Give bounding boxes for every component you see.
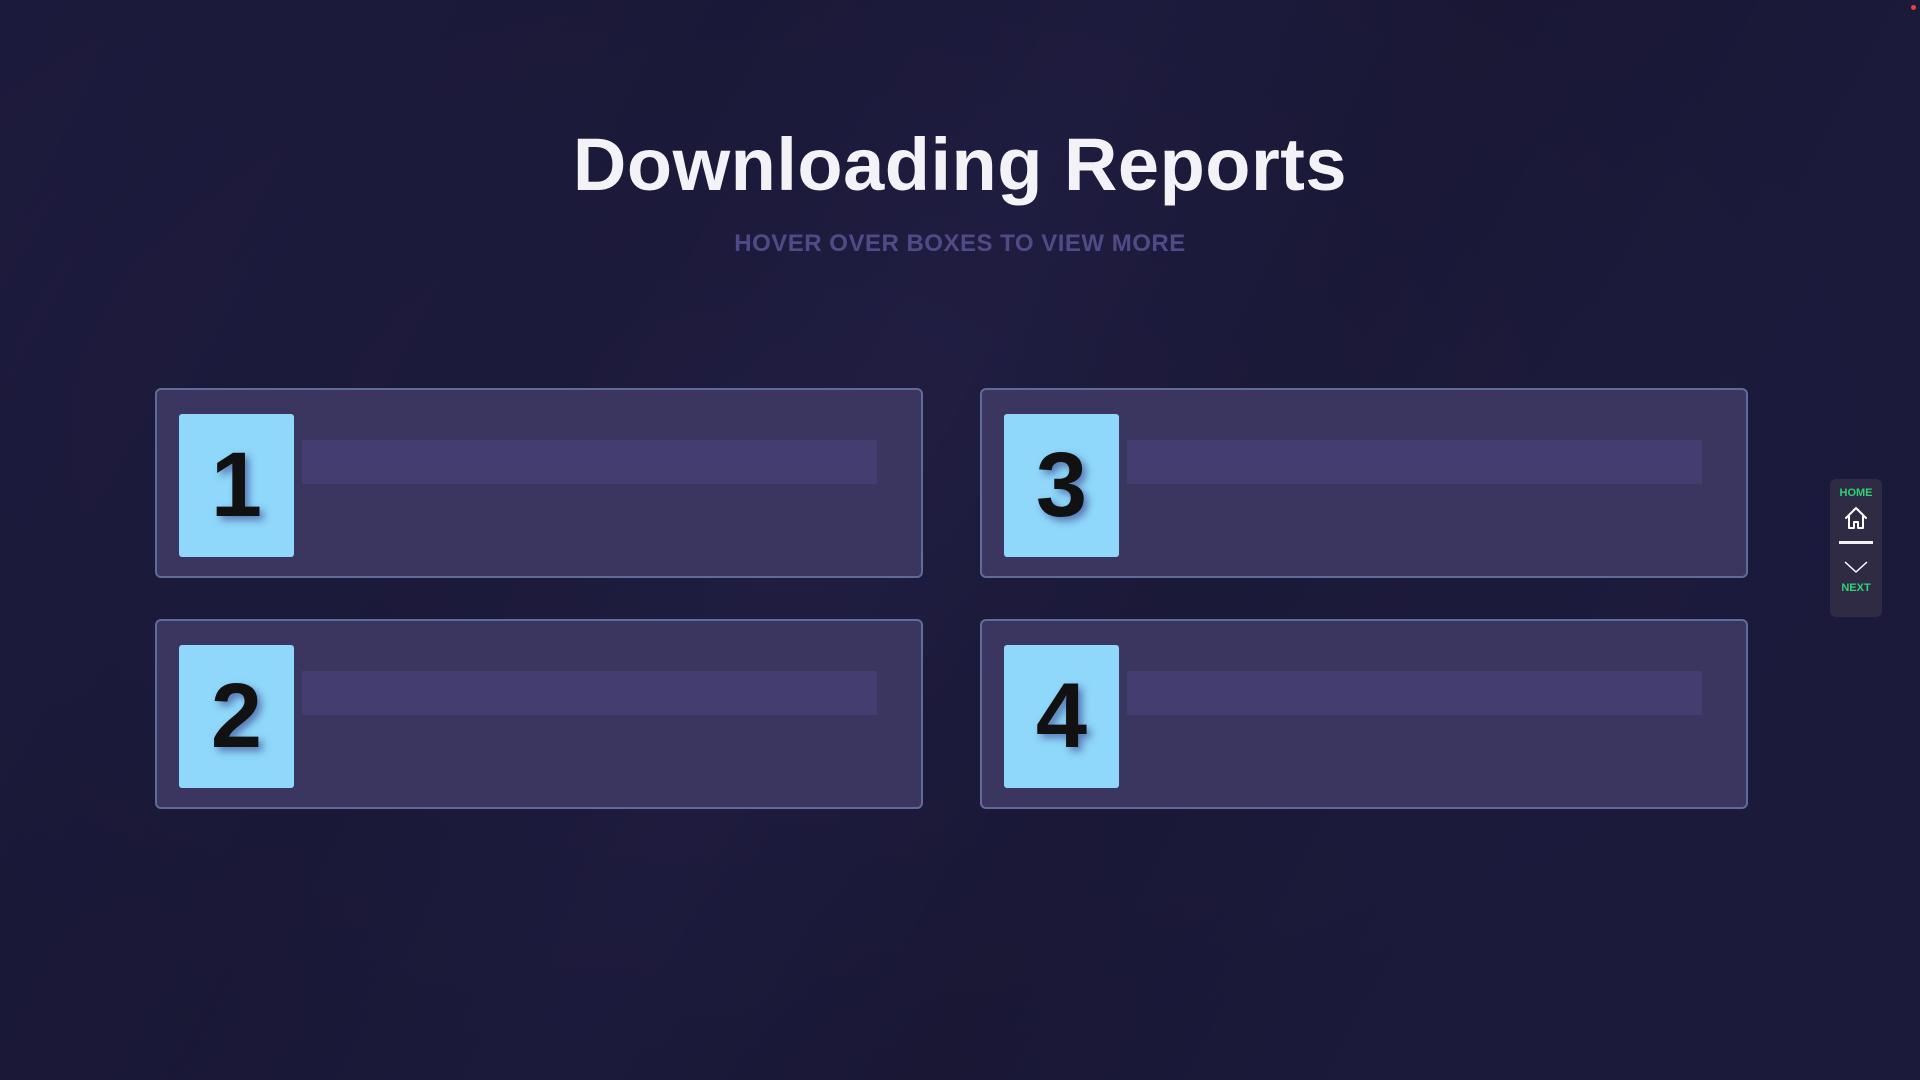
page-title: Downloading Reports (572, 123, 1348, 206)
chevron-down-icon (1844, 561, 1868, 573)
next-label: NEXT (1841, 582, 1871, 594)
page-subtitle: HOVER OVER BOXES TO VIEW MORE (734, 230, 1186, 257)
nav-divider (1839, 541, 1873, 544)
report-box-placeholder-bar (1127, 440, 1702, 484)
report-box-3[interactable]: 3 (980, 388, 1748, 578)
home-icon (1845, 507, 1867, 529)
report-box-number: 1 (179, 414, 294, 557)
report-box-placeholder-bar (302, 671, 877, 715)
report-box-placeholder-bar (302, 440, 877, 484)
report-box-number: 4 (1004, 645, 1119, 788)
indicator-dot (1911, 5, 1916, 10)
report-box-4[interactable]: 4 (980, 619, 1748, 809)
report-box-number: 2 (179, 645, 294, 788)
side-navigation: HOME NEXT (1830, 479, 1882, 617)
home-label: HOME (1839, 487, 1873, 499)
next-button[interactable]: NEXT (1830, 554, 1882, 594)
report-box-2[interactable]: 2 (155, 619, 923, 809)
report-box-1[interactable]: 1 (155, 388, 923, 578)
home-button[interactable]: HOME (1830, 487, 1882, 531)
report-box-placeholder-bar (1127, 671, 1702, 715)
report-box-number: 3 (1004, 414, 1119, 557)
